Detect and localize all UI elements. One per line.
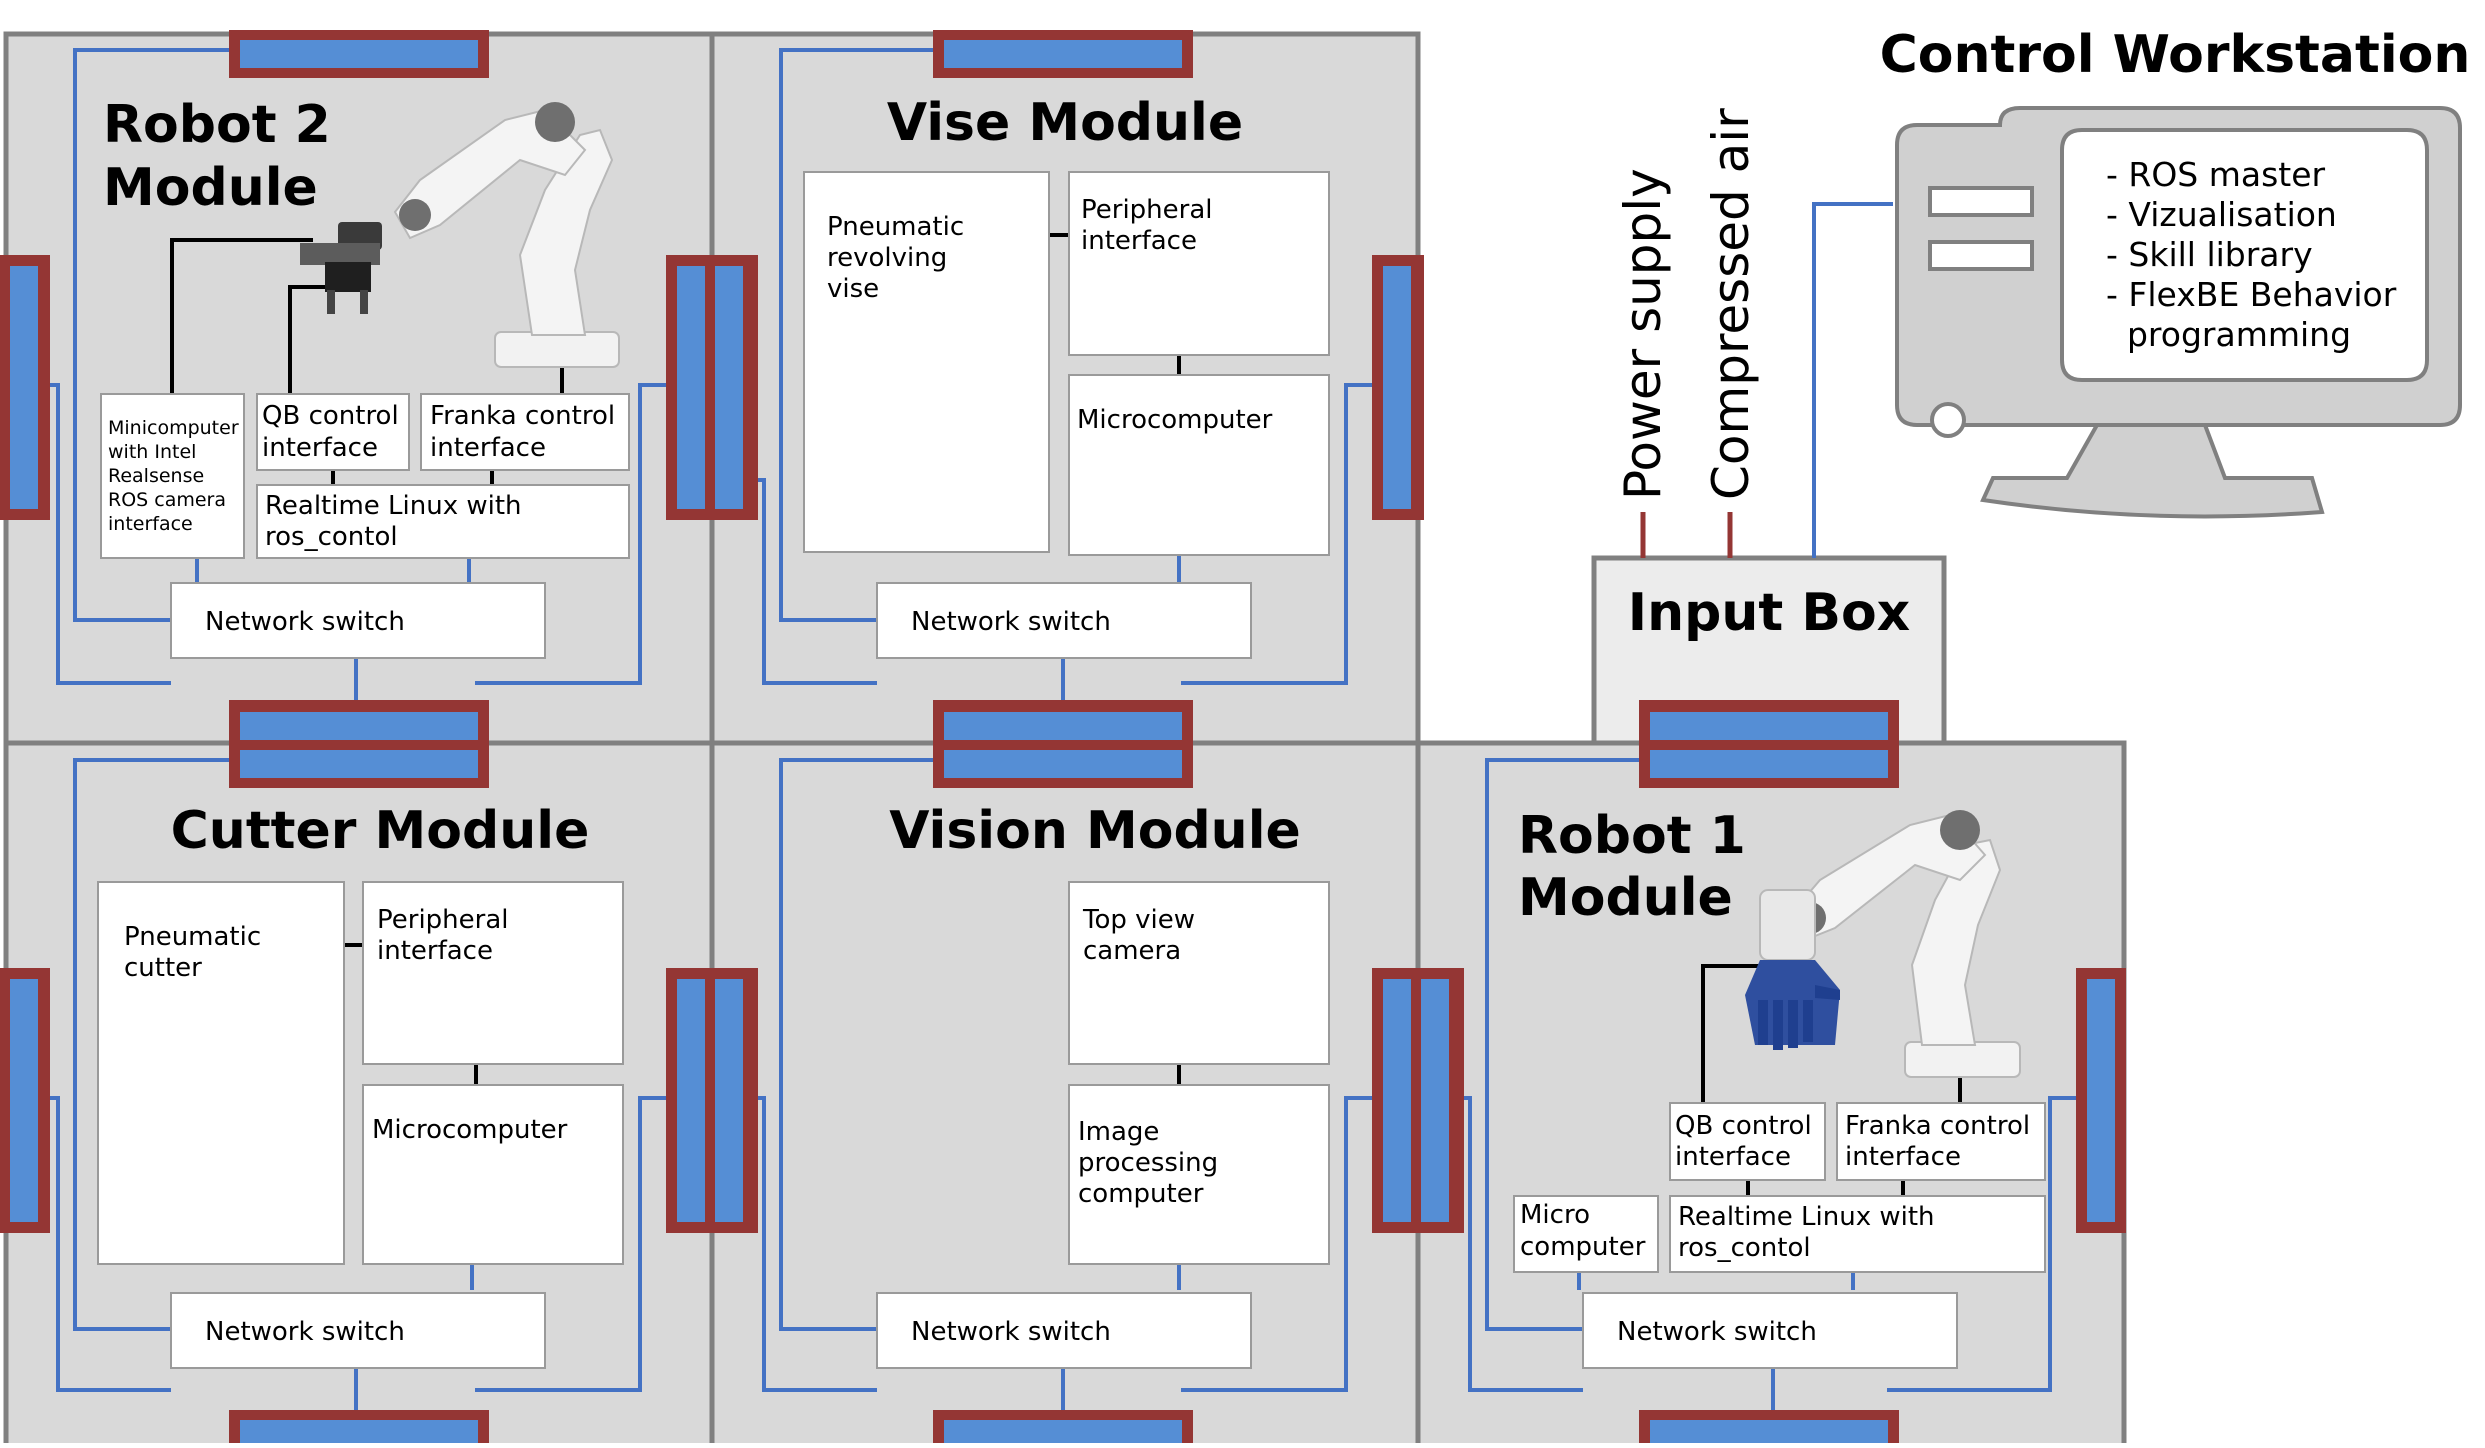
realtime-linux-label: Realtime Linux with ros_contol [1678, 1202, 1943, 1263]
network-switch-box [876, 582, 1252, 659]
workstation-item: - ROS master [2106, 155, 2326, 194]
network-switch-box [170, 1292, 546, 1369]
robot2-title: Module [103, 158, 318, 218]
realtime-linux-box [1669, 1195, 2046, 1273]
connector [0, 255, 50, 520]
network-switch-label: Network switch [1617, 1317, 1817, 1347]
workstation-item: programming [2106, 315, 2351, 354]
module-connectors [0, 30, 2126, 1448]
interface-link [170, 238, 313, 394]
pneumatic-cutter-box [97, 881, 345, 1265]
workstation-features-list: - ROS master - Vizualisation - Skill lib… [2106, 155, 2407, 354]
network-link [73, 758, 240, 1331]
network-switch-label: Network switch [205, 1317, 405, 1347]
network-switch-label: Network switch [911, 607, 1111, 637]
connector [1372, 255, 1424, 520]
network-switch-label: Network switch [911, 1317, 1111, 1347]
connector [229, 700, 489, 788]
micro-computer-box [1513, 1195, 1659, 1273]
qb-control-box [1669, 1102, 1826, 1181]
franka-control-box [1836, 1102, 2046, 1181]
network-link [475, 383, 690, 685]
connector [1639, 700, 1899, 788]
connector [1639, 1410, 1899, 1448]
network-switch-box [1582, 1292, 1958, 1369]
robot2-title: Robot 2 [103, 95, 331, 155]
component-boxes [97, 171, 2046, 1369]
franka-control-box [420, 393, 630, 471]
interface-link [288, 285, 325, 394]
robot1-title: Module [1518, 868, 1733, 928]
connector [2076, 968, 2126, 1233]
microcomputer-box [362, 1084, 624, 1265]
qb-control-label: QB control interface [262, 401, 407, 463]
image-processing-box [1068, 1084, 1330, 1265]
robot-arm-image-robot2 [300, 102, 620, 368]
control-workstation-title: Control Workstation [1880, 25, 2471, 85]
image-processing-label: Image processing computer [1078, 1117, 1226, 1209]
realtime-linux-box [256, 484, 630, 559]
robot1-title: Robot 1 [1518, 806, 1746, 866]
network-link [1887, 1096, 2100, 1392]
connector [933, 1410, 1193, 1448]
peripheral-interface-label: Peripheral interface [377, 905, 517, 966]
interface-lines [170, 233, 1962, 1196]
connector [1372, 968, 1464, 1233]
network-link [1812, 202, 1893, 558]
minicomputer-box [100, 393, 245, 559]
network-link [73, 48, 240, 622]
pneumatic-cutter-label: Pneumatic cutter [124, 922, 269, 983]
connector [933, 30, 1193, 78]
connector [933, 700, 1193, 788]
network-link [1181, 383, 1395, 685]
network-switch-box [876, 1292, 1252, 1369]
peripheral-interface-box [362, 881, 624, 1065]
vise-title: Vise Module [887, 93, 1243, 153]
network-link [1181, 1096, 1395, 1392]
supply-lines [1640, 512, 1733, 558]
qb-control-label: QB control interface [1675, 1111, 1820, 1172]
peripheral-interface-box [1068, 171, 1330, 356]
workstation-item: - FlexBE Behavior [2106, 275, 2397, 314]
peripheral-interface-label: Peripheral interface [1081, 195, 1221, 256]
vision-title: Vision Module [889, 801, 1301, 861]
network-link [779, 758, 946, 1331]
network-link [475, 1096, 690, 1392]
workstation-item: - Skill library [2106, 235, 2313, 274]
franka-control-label: Franka control interface [1845, 1111, 2038, 1172]
network-switch-box [170, 582, 546, 659]
realtime-linux-label: Realtime Linux with ros_contol [265, 491, 530, 552]
robot-arm-image-robot1 [1745, 810, 2021, 1078]
network-link [1485, 758, 1650, 1331]
computer-icon [1895, 106, 2462, 519]
connector [229, 30, 489, 78]
connector [229, 1410, 489, 1448]
workstation-item: - Vizualisation [2106, 195, 2337, 234]
minicomputer-label: Minicomputer with Intel Realsense ROS ca… [108, 417, 245, 535]
network-link [779, 48, 946, 622]
connector [666, 255, 758, 520]
microcomputer-box [1068, 374, 1330, 556]
qb-control-box [256, 393, 410, 471]
connector [666, 968, 758, 1233]
labels: Robot 2 Module Minicomputer with Intel R… [103, 25, 2470, 1347]
top-view-camera-label: Top view camera [1082, 905, 1203, 966]
pneumatic-vise-label: Pneumatic revolving vise [827, 212, 972, 304]
microcomputer-label: Microcomputer [1077, 405, 1273, 435]
microcomputer-label: Microcomputer [372, 1115, 568, 1145]
input-box-title: Input Box [1628, 583, 1910, 643]
cutter-title: Cutter Module [171, 801, 590, 861]
connector [0, 968, 50, 1233]
micro-computer-label: Micro computer [1520, 1200, 1646, 1262]
network-switch-label: Network switch [205, 607, 405, 637]
power-supply-label: Power supply [1614, 168, 1672, 500]
franka-control-label: Franka control interface [430, 401, 623, 463]
interface-link [1701, 964, 1770, 1103]
compressed-air-label: Compressed air [1702, 108, 1760, 500]
top-view-camera-box [1068, 881, 1330, 1065]
pneumatic-vise-box [803, 171, 1050, 553]
